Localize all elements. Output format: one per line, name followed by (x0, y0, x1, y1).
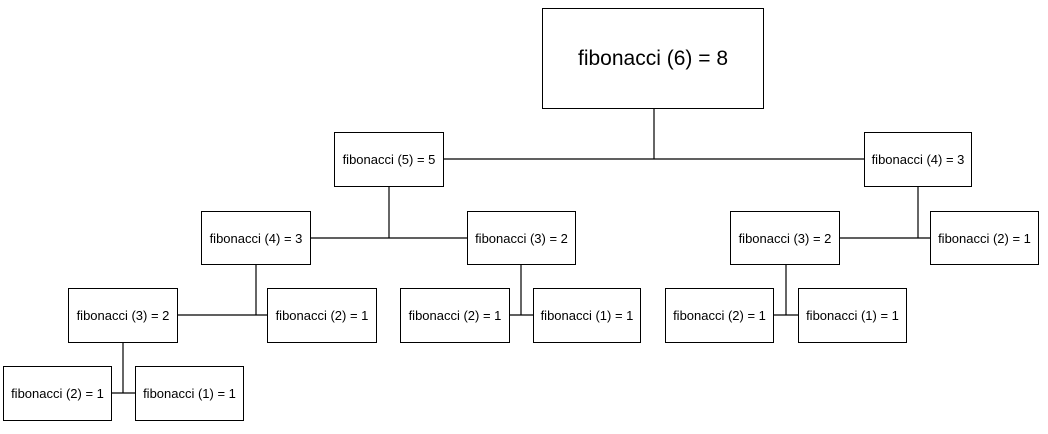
node-fibonacci-2-left-inner: fibonacci (2) = 1 (3, 366, 112, 421)
node-fibonacci-4-left: fibonacci (4) = 3 (201, 211, 311, 265)
node-fibonacci-3-left: fibonacci (3) = 2 (68, 288, 178, 343)
node-fibonacci-2-left: fibonacci (2) = 1 (267, 288, 377, 343)
node-fibonacci-2-right: fibonacci (2) = 1 (930, 211, 1039, 265)
node-fibonacci-1-left-inner: fibonacci (1) = 1 (135, 366, 244, 421)
node-fibonacci-3-middle: fibonacci (3) = 2 (467, 211, 576, 265)
node-fibonacci-5: fibonacci (5) = 5 (334, 132, 444, 187)
node-fibonacci-1-right-inner: fibonacci (1) = 1 (798, 288, 907, 343)
node-fibonacci-2-middle: fibonacci (2) = 1 (400, 288, 510, 343)
node-fibonacci-3-right: fibonacci (3) = 2 (730, 211, 840, 265)
node-fibonacci-6: fibonacci (6) = 8 (542, 8, 764, 109)
node-fibonacci-2-right-inner: fibonacci (2) = 1 (665, 288, 774, 343)
node-fibonacci-4-right: fibonacci (4) = 3 (864, 132, 972, 187)
node-fibonacci-1-middle: fibonacci (1) = 1 (533, 288, 641, 343)
